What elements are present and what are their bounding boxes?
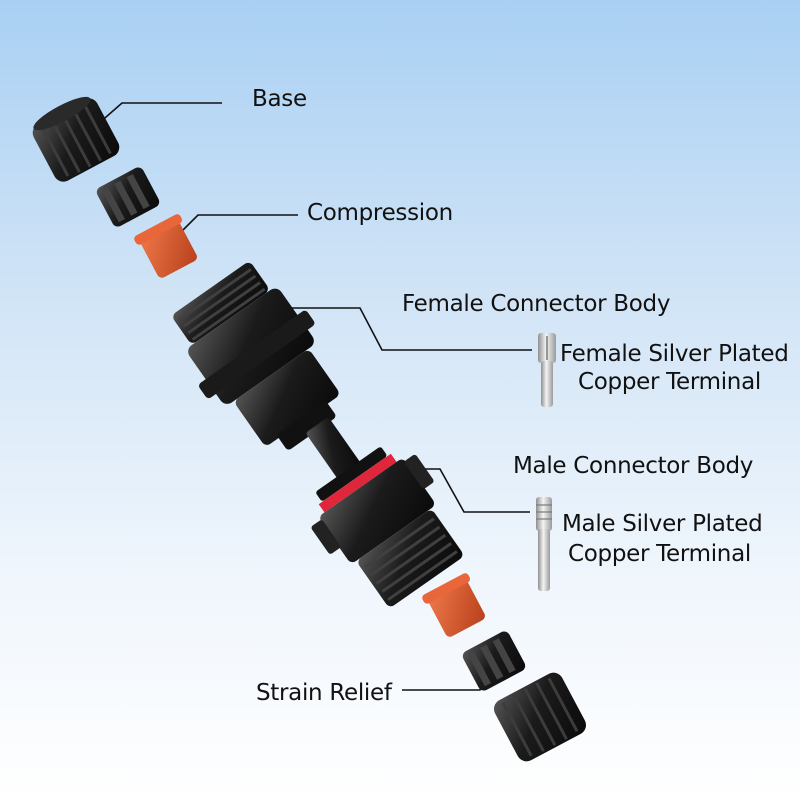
base-leader-line (97, 102, 222, 125)
clamp-ring-top (96, 167, 160, 227)
label-male-terminal-line2: Copper Terminal (568, 541, 751, 567)
strain-relief-clamp (462, 631, 526, 691)
compression-leader-line (179, 214, 298, 234)
label-male-terminal-line1: Male Silver Plated (562, 511, 763, 537)
label-base: Base (252, 86, 307, 112)
label-female-terminal-line1: Female Silver Plated (560, 341, 789, 367)
base-nut-bottom (494, 672, 586, 762)
label-female-connector-body: Female Connector Body (402, 291, 671, 317)
male-connector-body (306, 418, 463, 607)
male-terminal-pin (536, 497, 552, 591)
label-compression: Compression (307, 200, 453, 226)
base-nut (32, 96, 120, 182)
female-connector-body (173, 262, 339, 450)
female-terminal-pin (538, 333, 556, 407)
label-female-terminal-line2: Copper Terminal (578, 369, 761, 395)
compression-seal-top (134, 214, 197, 278)
compression-seal-bottom (422, 573, 485, 637)
label-strain-relief: Strain Relief (256, 680, 392, 706)
label-male-connector-body: Male Connector Body (513, 453, 754, 479)
